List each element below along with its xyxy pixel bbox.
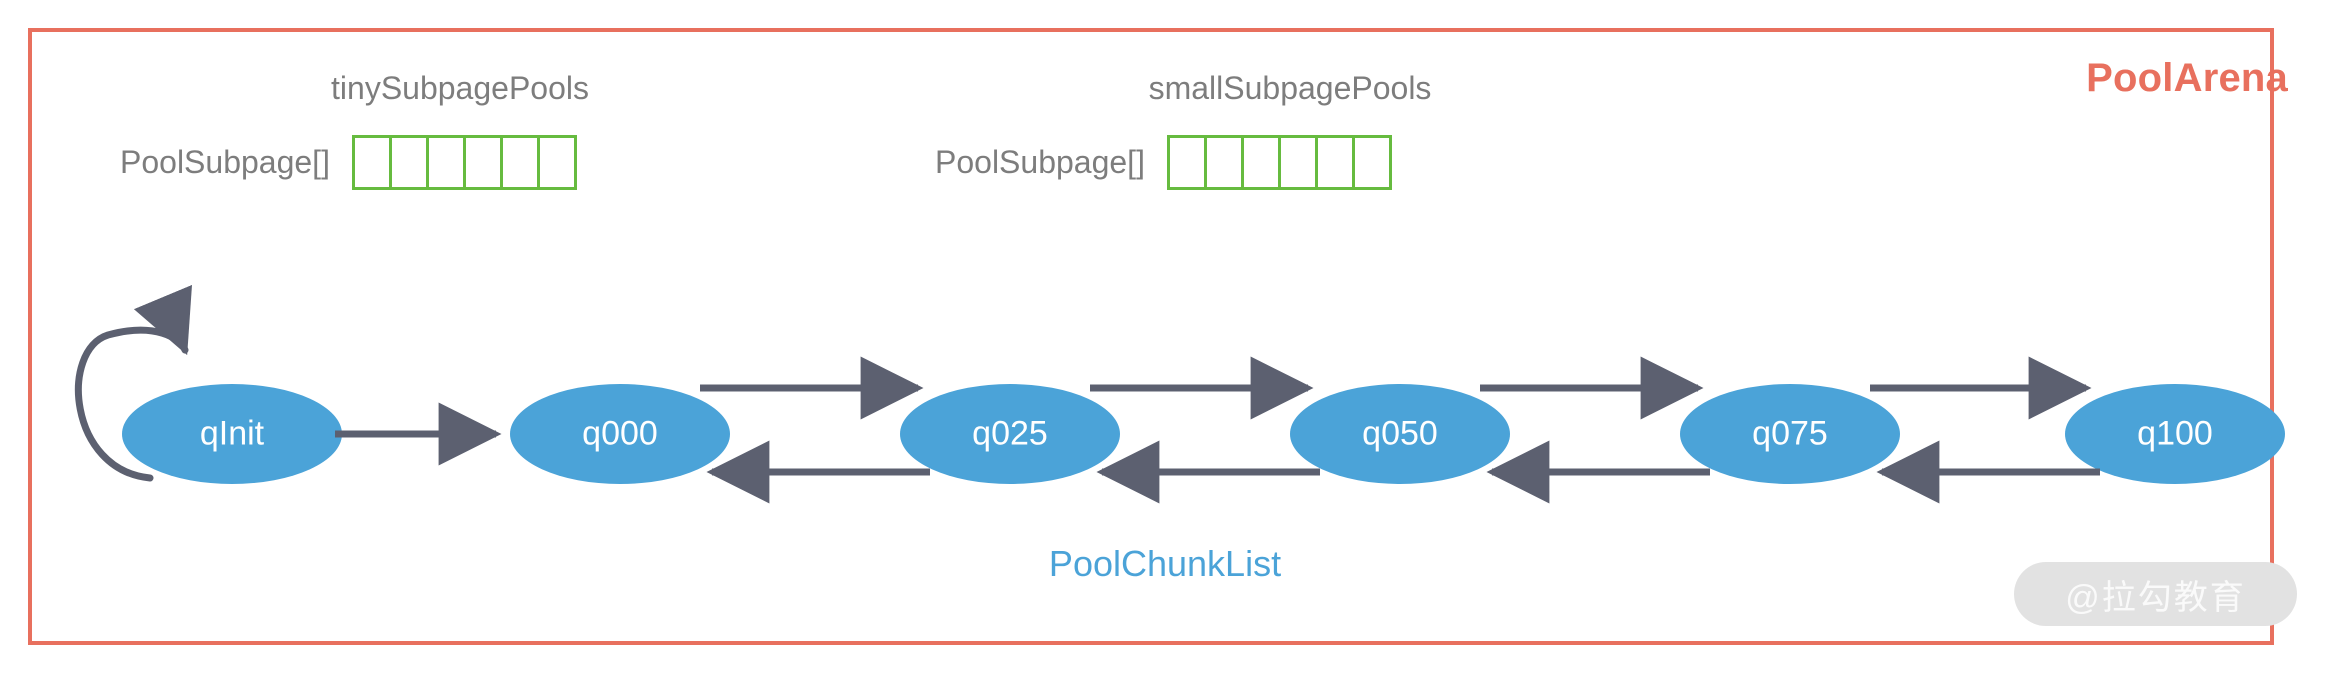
tiny-subpage-pool-cell[interactable] bbox=[499, 135, 540, 190]
watermark-badge: @拉勾教育 bbox=[2014, 562, 2297, 626]
tiny-subpage-pools-group: tinySubpagePools PoolSubpage[] bbox=[120, 70, 780, 200]
pool-arena-title: PoolArena bbox=[2086, 56, 2288, 100]
tiny-subpage-pool-array bbox=[351, 135, 577, 190]
small-subpage-pools-row: PoolSubpage[] bbox=[935, 135, 1392, 190]
tiny-pool-type-label: PoolSubpage[] bbox=[120, 144, 330, 180]
small-subpage-pool-cell[interactable] bbox=[1351, 135, 1392, 190]
pool-arena-frame bbox=[28, 28, 2274, 645]
small-subpage-pool-cell[interactable] bbox=[1277, 135, 1318, 190]
tiny-subpage-pool-cell[interactable] bbox=[462, 135, 503, 190]
node-label-q025[interactable]: q025 bbox=[972, 414, 1048, 453]
tiny-subpage-pool-cell[interactable] bbox=[536, 135, 577, 190]
small-subpage-pool-cell[interactable] bbox=[1203, 135, 1244, 190]
small-subpage-pool-cell[interactable] bbox=[1314, 135, 1355, 190]
small-subpage-pools-group: smallSubpagePools PoolSubpage[] bbox=[935, 70, 1615, 200]
small-subpage-pool-cell[interactable] bbox=[1166, 135, 1207, 190]
tiny-subpage-pool-cell[interactable] bbox=[388, 135, 429, 190]
tiny-subpage-pools-heading: tinySubpagePools bbox=[331, 70, 589, 106]
watermark-text: @拉勾教育 bbox=[2065, 578, 2246, 617]
node-label-q050[interactable]: q050 bbox=[1362, 414, 1438, 453]
pool-chunk-list-title: PoolChunkList bbox=[1048, 543, 1282, 584]
small-pool-type-label: PoolSubpage[] bbox=[935, 144, 1145, 180]
small-subpage-pools-heading: smallSubpagePools bbox=[1148, 70, 1432, 106]
small-subpage-pool-cell[interactable] bbox=[1240, 135, 1281, 190]
tiny-subpage-pool-cell[interactable] bbox=[351, 135, 392, 190]
node-label-qinit[interactable]: qInit bbox=[199, 414, 265, 453]
node-label-q000[interactable]: q000 bbox=[582, 414, 658, 453]
node-label-q100[interactable]: q100 bbox=[2137, 414, 2213, 453]
tiny-subpage-pools-row: PoolSubpage[] bbox=[120, 135, 577, 190]
tiny-subpage-pool-cell[interactable] bbox=[425, 135, 466, 190]
small-subpage-pool-array bbox=[1166, 135, 1392, 190]
node-label-q075[interactable]: q075 bbox=[1752, 414, 1828, 453]
